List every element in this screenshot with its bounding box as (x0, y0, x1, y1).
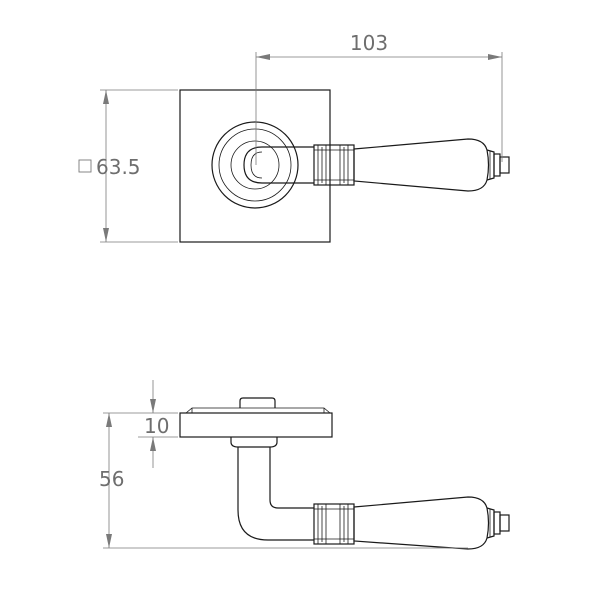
dimension-projection: 56 (99, 412, 468, 549)
rose-boss-inner (218, 128, 292, 202)
rose-boss-neck (230, 140, 280, 190)
dimension-width-label: 103 (350, 31, 388, 55)
lever-collar-side (313, 503, 355, 545)
dimension-rose-thickness: 10 (138, 380, 178, 468)
dimension-rose-thickness-label: 10 (144, 414, 169, 438)
side-view: 10 56 (99, 380, 510, 550)
rose-boss-outer (211, 121, 299, 209)
rose-plate-side (179, 412, 333, 438)
lever-finial-top (486, 149, 510, 181)
dimension-rose-size: 63.5 (78, 89, 178, 243)
dimension-rose-size-label: 63.5 (96, 155, 141, 179)
square-symbol-icon (78, 159, 92, 173)
square-rose-plate (179, 89, 331, 243)
lever-finial-side (486, 507, 510, 539)
lever-collar-top (313, 144, 355, 186)
spindle-boss-side (239, 397, 276, 408)
dimension-projection-label: 56 (99, 467, 124, 491)
top-view: 103 63.5 (78, 31, 510, 243)
dimension-width: 103 (255, 31, 503, 165)
lever-arm-side (237, 447, 314, 541)
lever-shank-top (243, 146, 314, 184)
lever-grip-side (353, 496, 490, 550)
lever-grip-top (353, 138, 490, 192)
lever-neck-side (230, 437, 278, 448)
